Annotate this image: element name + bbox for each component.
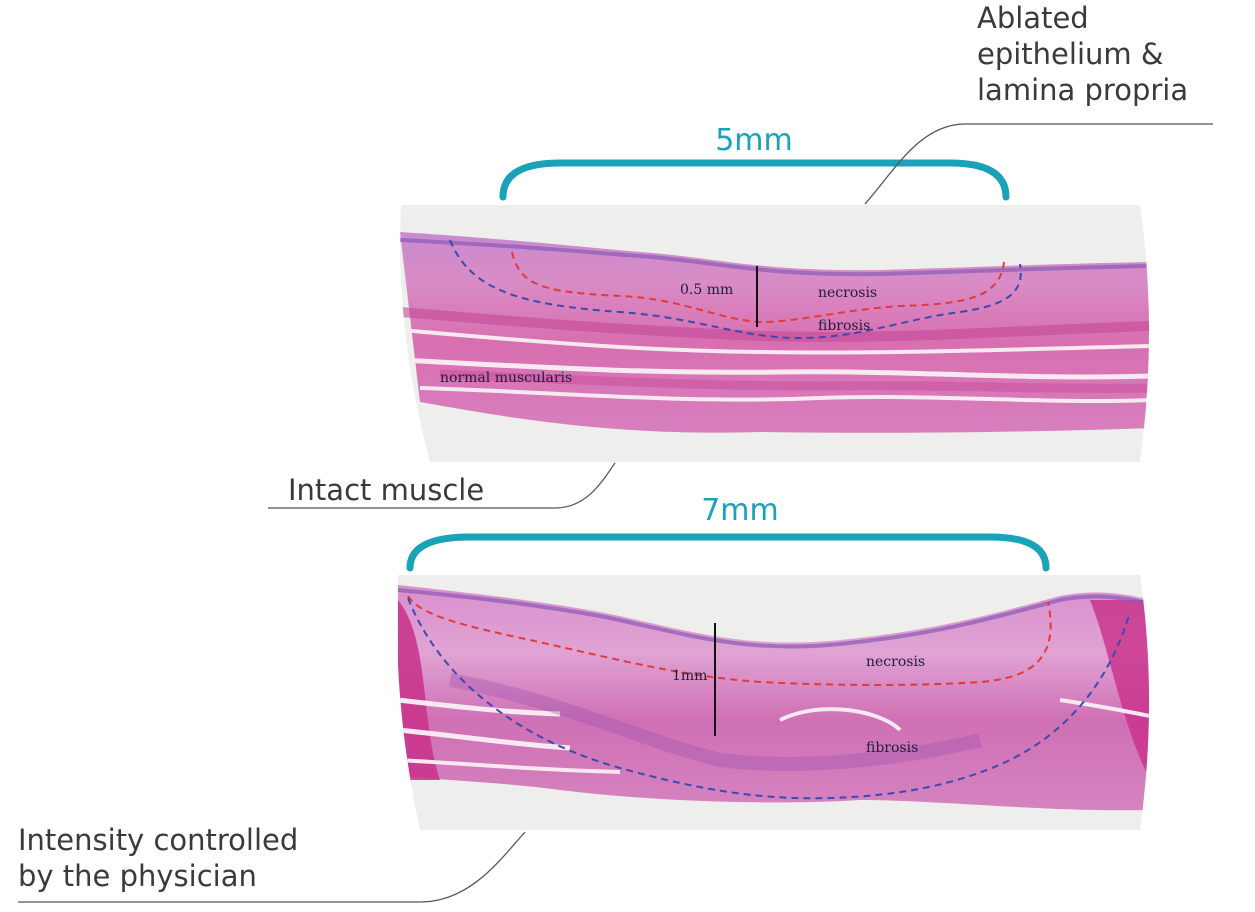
bottom-tissue-section [398,585,1149,811]
bottom-fibrosis-zone [448,673,982,771]
bottom-width-label: 7mm [701,493,779,528]
bottom-necrosis-label: necrosis [866,654,925,670]
bottom-muscle-block [1090,600,1149,780]
top-necrosis-outline [511,251,1005,324]
bottom-tissue-striation [779,707,902,732]
bottom-fibrosis-label: fibrosis [866,740,918,756]
ablated-callout: Ablated epithelium & lamina propria [977,1,1189,107]
intact-leader-line [268,462,616,509]
top-tissue-striation [419,386,1149,403]
top-depth-label: 0.5 mm [680,282,733,298]
top-fibrosis-label: fibrosis [818,318,870,334]
bottom-epithelium-edge [397,588,1149,649]
top-tissue-striation [400,328,1149,355]
top-fibrosis-outline [449,239,1022,340]
bottom-depth-label: 1mm [672,668,707,684]
top-tissue-striation [400,357,1149,380]
top-histology-panel: 0.5 mm necrosis fibrosis normal muscular… [400,205,1149,462]
top-width-brace [499,159,1010,201]
intensity-leader-line [18,831,526,903]
bottom-fibrosis-outline [407,597,1131,800]
top-muscle-band [439,369,1149,393]
top-muscularis-label: normal muscularis [440,370,572,386]
bottom-tissue-striation [397,727,571,751]
top-epithelium-edge [400,238,1149,277]
bottom-tissue-striation [397,758,621,774]
intact-muscle-callout: Intact muscle [288,473,485,507]
bottom-necrosis-outline [407,595,1052,686]
intensity-callout: Intensity controlled by the physician [18,823,299,893]
bottom-histology-panel: 1mm necrosis fibrosis [396,575,1149,830]
top-necrosis-label: necrosis [818,285,877,301]
bottom-tissue-striation [1059,698,1149,718]
ablated-leader-line [864,123,1213,205]
bottom-tissue-striation [397,697,561,717]
top-width-label: 5mm [715,123,793,158]
bottom-width-brace [406,533,1050,572]
